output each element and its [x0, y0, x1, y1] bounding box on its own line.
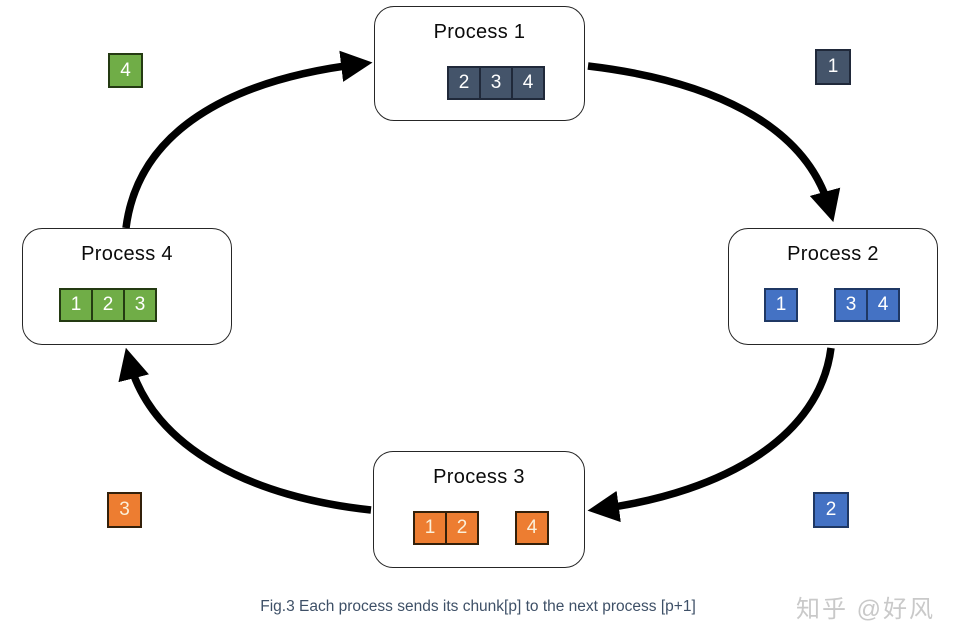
satellite-chunk-top-left: 4: [108, 53, 143, 88]
arrow-p2-to-p3: [587, 347, 835, 523]
process-3-chunk-group-a: 1 2: [413, 511, 479, 545]
process-1-title: Process 1: [433, 21, 526, 43]
process-box-1: Process 1 2 3 4: [374, 6, 585, 121]
chunk-cell: 2: [91, 288, 125, 322]
chunk-cell: 3: [123, 288, 157, 322]
arrow-p3-to-p4: [118, 347, 372, 514]
process-3-title: Process 3: [433, 466, 525, 488]
chunk-cell: 2: [447, 66, 481, 100]
arrow-p4-to-p1: [122, 50, 373, 229]
process-1-chunk-group: 2 3 4: [447, 66, 545, 100]
arrow-p1-to-p2: [587, 62, 841, 223]
chunk-cell: 3: [834, 288, 868, 322]
chunk-cell: 2: [445, 511, 479, 545]
chunk-cell: 1: [413, 511, 447, 545]
chunk-cell: 1: [59, 288, 93, 322]
chunk-cell: 4: [511, 66, 545, 100]
satellite-chunk-bottom-right: 2: [813, 492, 849, 528]
process-2-title: Process 2: [787, 243, 879, 265]
process-4-chunk-group: 1 2 3: [59, 288, 157, 322]
chunk-cell: 4: [515, 511, 549, 545]
process-box-3: Process 3 1 2 4: [373, 451, 585, 568]
process-box-2: Process 2 1 3 4: [728, 228, 938, 345]
figure-caption: Fig.3 Each process sends its chunk[p] to…: [260, 598, 696, 615]
chunk-cell: 3: [479, 66, 513, 100]
chunk-cell: 4: [866, 288, 900, 322]
process-4-title: Process 4: [81, 243, 173, 265]
satellite-chunk-bottom-left: 3: [107, 492, 142, 528]
process-3-chunk-group-b: 4: [515, 511, 549, 545]
satellite-chunk-top-right: 1: [815, 49, 851, 85]
chunk-cell: 1: [764, 288, 798, 322]
process-2-chunk-group-b: 3 4: [834, 288, 900, 322]
process-2-chunk-group-a: 1: [764, 288, 798, 322]
watermark: 知乎 @好风: [795, 596, 935, 623]
process-box-4: Process 4 1 2 3: [22, 228, 232, 345]
